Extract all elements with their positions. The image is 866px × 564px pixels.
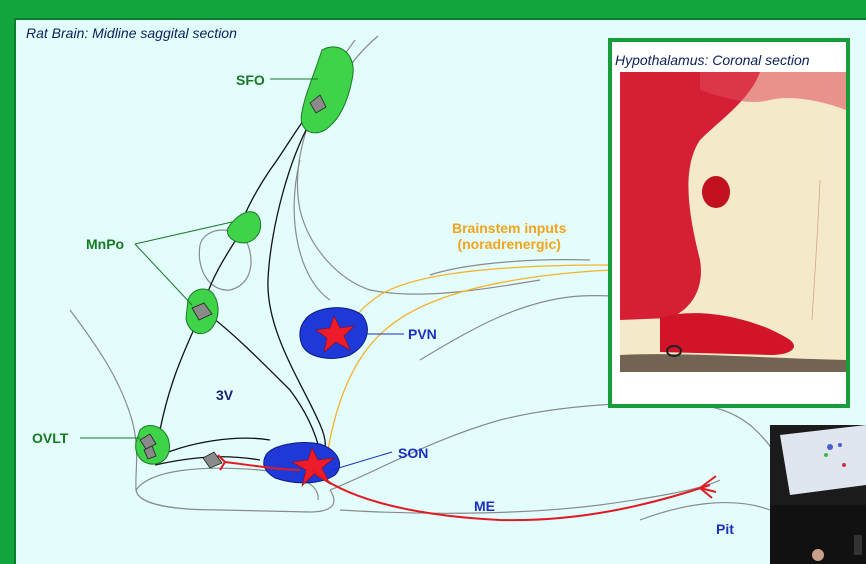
mnpo-upper-nucleus xyxy=(227,212,260,243)
brainstem-label-line2: (noradrenergic) xyxy=(452,236,566,252)
presenter-video xyxy=(770,425,866,564)
third-ventricle-label: 3V xyxy=(216,387,233,403)
video-frame xyxy=(770,425,866,564)
brainstem-inputs xyxy=(328,265,610,450)
son-leader xyxy=(332,452,392,470)
mnpo-label: MnPo xyxy=(86,236,124,252)
mnpo-ovlt-connection xyxy=(160,320,198,430)
brainstem-inputs-label: Brainstem inputs (noradrenergic) xyxy=(452,220,566,252)
screen-dot-4 xyxy=(842,463,846,467)
screen-dot-3 xyxy=(824,453,828,457)
inset-title: Hypothalamus: Coronal section xyxy=(615,52,810,68)
sfo-label: SFO xyxy=(236,72,265,88)
pvn-label: PVN xyxy=(408,326,437,342)
son-adjacent-neuron xyxy=(203,452,222,468)
neuron-cells xyxy=(140,95,326,468)
fornix-outline xyxy=(294,160,330,300)
brainstem-to-pvn-line xyxy=(352,265,610,325)
presenter-figure xyxy=(854,535,862,555)
screen-dot-2 xyxy=(838,443,842,447)
mnpo-leader-lower xyxy=(135,244,192,305)
pit-label: Pit xyxy=(716,521,734,537)
axon-terminals xyxy=(700,476,716,498)
son-label: SON xyxy=(398,445,428,461)
brainstem-label-line1: Brainstem inputs xyxy=(452,220,566,236)
axon-to-pituitary xyxy=(312,470,710,520)
sfo-nucleus xyxy=(301,47,353,133)
mnpo-leader-upper xyxy=(135,222,232,244)
screen-dot-1 xyxy=(827,444,833,450)
me-label: ME xyxy=(474,498,495,514)
coronal-section-inset xyxy=(608,38,850,408)
presenter-head xyxy=(812,549,824,561)
pituitary-outline xyxy=(640,503,770,520)
projection-screen xyxy=(780,425,866,495)
ovlt-label: OVLT xyxy=(32,430,68,446)
stalk-outline xyxy=(340,480,720,513)
